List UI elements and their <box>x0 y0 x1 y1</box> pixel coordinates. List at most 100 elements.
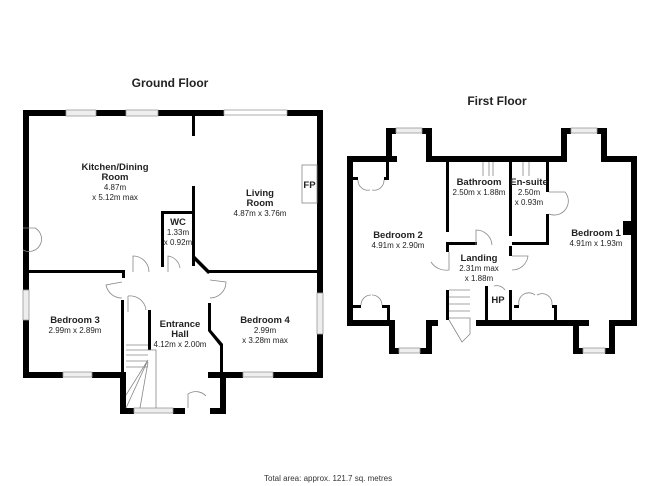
wall <box>561 128 571 134</box>
room-name: Bedroom 1 <box>571 228 621 239</box>
wall <box>631 156 637 326</box>
wall <box>23 110 66 116</box>
room-entrance-hall: Entrance Hall 4.12m x 2.00m <box>150 320 210 350</box>
wall <box>347 156 397 162</box>
door-swing <box>22 227 42 252</box>
room-name: Bathroom <box>456 177 502 188</box>
window <box>22 289 30 321</box>
room-dims: 2.50m x 0.93m <box>514 188 544 207</box>
wall <box>208 330 223 346</box>
door-swing <box>167 255 181 272</box>
wall <box>23 110 29 268</box>
ground-floor-title: Ground Floor <box>131 76 209 90</box>
door-swing <box>475 229 493 246</box>
door-swing <box>209 279 227 299</box>
window <box>582 347 606 354</box>
window <box>133 407 174 414</box>
door-swing <box>127 295 147 312</box>
wall <box>561 128 567 162</box>
room-name: Bedroom 3 <box>50 315 100 326</box>
wall <box>386 162 389 180</box>
first-floor-title: First Floor <box>467 94 527 108</box>
room-dims: 2.31m max x 1.88m <box>459 264 499 283</box>
staircase <box>448 289 471 343</box>
wardrobe-doors <box>357 179 385 191</box>
room-name: Bedroom 4 <box>240 315 290 326</box>
wall <box>273 372 323 378</box>
room-dims: 4.87m x 3.76m <box>233 209 287 218</box>
chimney-breast <box>623 221 637 235</box>
room-bedroom-4: Bedroom 4 2.99m x 3.28m max <box>225 316 305 346</box>
room-name: Entrance Hall <box>159 319 201 340</box>
door-swing <box>105 281 123 299</box>
wall <box>220 344 223 374</box>
wall <box>209 270 317 273</box>
wall <box>386 128 396 134</box>
wall <box>23 372 63 378</box>
wall <box>192 186 195 266</box>
fireplace-label: FP <box>303 180 316 191</box>
room-dims: 4.87m x 5.12m max <box>92 183 138 202</box>
room-name: WC <box>170 217 186 228</box>
wall <box>23 354 29 378</box>
wall <box>120 372 126 414</box>
wall <box>389 320 395 354</box>
wall <box>446 162 449 232</box>
wall <box>173 408 185 414</box>
wall <box>120 408 134 414</box>
wall <box>96 110 126 116</box>
window <box>570 127 598 134</box>
room-bedroom-3: Bedroom 3 2.99m x 2.89m <box>35 316 115 336</box>
wall <box>384 177 389 180</box>
room-name: Landing <box>460 253 498 264</box>
wardrobe-doors <box>360 294 383 306</box>
window <box>242 371 274 378</box>
wall <box>210 408 226 414</box>
wall <box>449 242 477 245</box>
wall <box>509 246 512 256</box>
room-living: Living Room 4.87m x 3.76m <box>220 189 300 219</box>
wall <box>317 334 323 354</box>
hp-label: HP <box>491 295 505 306</box>
room-bedroom-1: Bedroom 1 4.91m x 1.93m <box>563 229 629 249</box>
wall <box>573 348 583 354</box>
room-name: Kitchen/Dining Room <box>81 162 149 183</box>
window <box>65 109 97 117</box>
wall <box>426 320 438 326</box>
wall <box>546 214 549 245</box>
door-swing <box>548 191 569 216</box>
total-area: Total area: approx. 121.7 sq. metres <box>264 474 393 483</box>
wall <box>158 110 224 116</box>
wall <box>426 128 432 162</box>
wall <box>317 110 323 293</box>
wall <box>446 242 449 252</box>
window <box>62 371 93 378</box>
wall <box>161 211 164 267</box>
wall <box>601 156 637 162</box>
wall <box>148 310 151 350</box>
room-landing: Landing 2.31m max x 1.88m <box>452 254 506 284</box>
window <box>395 127 423 134</box>
wall <box>347 320 395 326</box>
wall <box>573 320 579 354</box>
wall <box>446 290 449 320</box>
room-en-suite: En-suite 2.50m x 0.93m <box>510 178 548 208</box>
wall <box>317 354 323 378</box>
door-swing <box>187 391 207 408</box>
wall <box>29 270 122 273</box>
staircase <box>125 344 157 409</box>
room-bedroom-2: Bedroom 2 4.91m x 2.90m <box>362 231 434 251</box>
door-swing <box>132 255 150 273</box>
wall <box>554 305 557 320</box>
wall <box>353 177 358 180</box>
wall <box>512 242 549 245</box>
room-dims: 2.99m x 2.89m <box>48 326 102 335</box>
wall <box>122 270 125 278</box>
door-swing <box>493 285 506 291</box>
wall <box>387 305 390 320</box>
wall <box>426 320 432 354</box>
room-name: Living Room <box>246 188 274 209</box>
window <box>316 292 324 335</box>
fireplace <box>301 164 318 204</box>
